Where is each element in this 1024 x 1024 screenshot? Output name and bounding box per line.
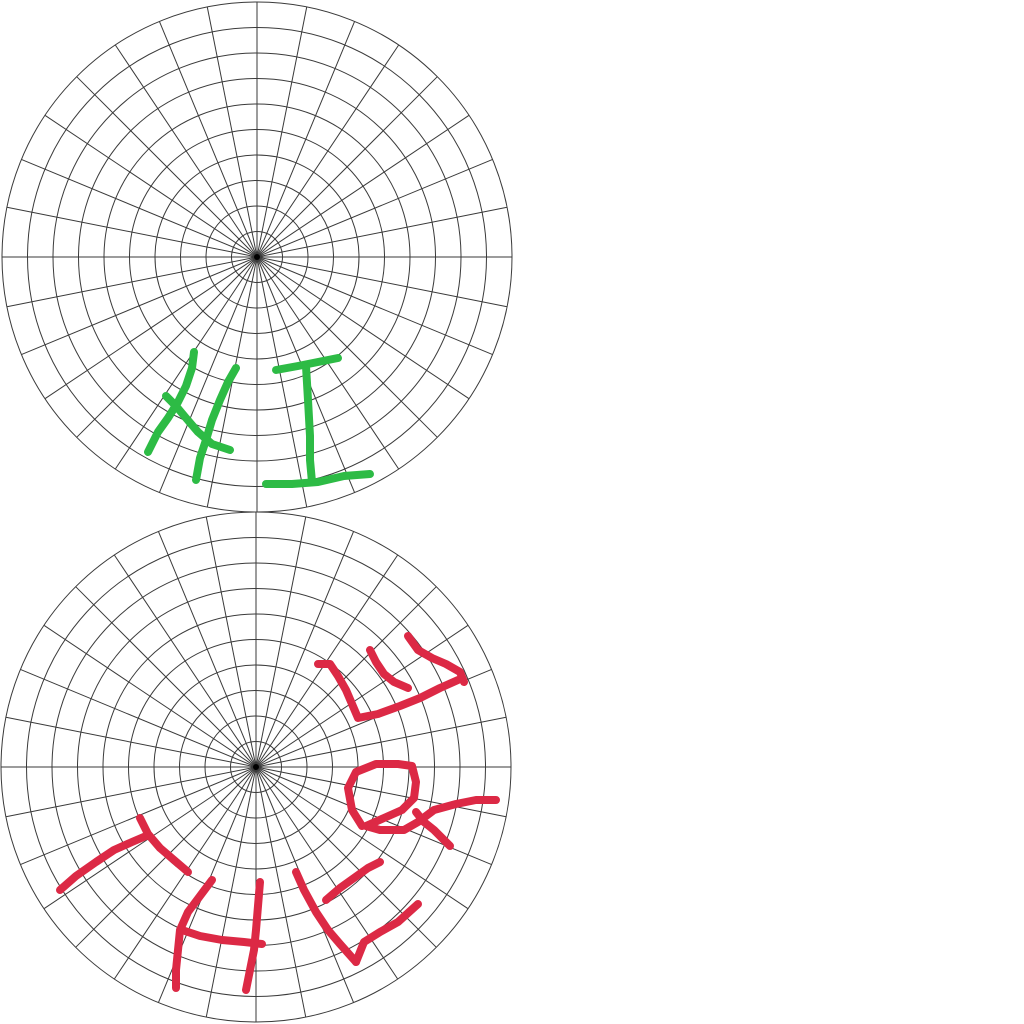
grid-spoke — [255, 516, 307, 768]
grid-spoke — [43, 624, 257, 768]
grid-spoke — [256, 44, 400, 258]
grid-spoke — [20, 668, 257, 768]
grid-spoke — [256, 76, 438, 258]
stroke-t-stem — [136, 814, 192, 876]
grid-spoke — [114, 44, 258, 258]
stroke-h2-cross — [178, 926, 266, 948]
stroke-e2-body — [314, 660, 462, 722]
grid-spoke — [21, 158, 258, 258]
grid-spoke — [255, 766, 469, 910]
stroke-e2-top — [404, 632, 468, 686]
grid-spoke — [255, 624, 469, 768]
grid-spoke — [5, 716, 257, 768]
stroke-r-leg — [412, 808, 454, 850]
stroke-h2-right — [242, 878, 264, 994]
grid-spoke — [6, 256, 258, 308]
grid-spoke — [44, 114, 258, 258]
grid-spoke — [113, 554, 257, 768]
grid-spoke — [76, 256, 258, 438]
grid-spoke — [205, 766, 257, 1018]
grid-spoke — [255, 716, 507, 768]
grid-spoke — [158, 21, 258, 258]
grid-spoke — [158, 256, 258, 493]
grid-center — [254, 254, 260, 260]
grid-spoke — [206, 6, 258, 258]
stroke-h-cross — [162, 392, 234, 454]
stroke-h-right — [192, 364, 240, 484]
grid-spoke — [44, 256, 258, 400]
top-polar-grid — [1, 1, 513, 513]
grid-spoke — [157, 531, 257, 768]
handwritten-hi — [144, 348, 374, 488]
grid-spoke — [205, 516, 257, 768]
grid-spoke — [256, 256, 508, 308]
grid-spoke — [256, 158, 493, 258]
grid-spoke — [256, 256, 493, 356]
grid-spoke — [75, 586, 257, 768]
stroke-e2-mid — [366, 646, 412, 692]
grid-spoke — [21, 256, 258, 356]
grid-spoke — [256, 256, 308, 508]
grid-spoke — [5, 766, 257, 818]
grid-spoke — [255, 766, 307, 1018]
grid-spoke — [256, 206, 508, 258]
grid-spoke — [255, 766, 507, 818]
grid-spoke — [256, 256, 470, 400]
grid-spoke — [256, 114, 470, 258]
stroke-e-bottom — [352, 900, 422, 966]
grid-center — [253, 764, 259, 770]
handwritten-there — [56, 632, 500, 994]
grid-spoke — [256, 6, 308, 258]
grid-spoke — [256, 256, 438, 438]
grid-spoke — [76, 76, 258, 258]
grid-spoke — [256, 21, 356, 258]
grid-spoke — [6, 206, 258, 258]
grid-spoke — [255, 531, 355, 768]
stroke-i-stem — [302, 362, 316, 486]
grid-spoke — [255, 766, 399, 980]
stroke-i-bottom — [262, 470, 374, 488]
stroke-t-bar — [56, 832, 150, 894]
stroke-r-bowl — [344, 760, 500, 834]
grid-spoke — [114, 256, 258, 470]
stroke-e-spine — [292, 868, 360, 966]
grid-spoke — [255, 586, 437, 768]
stroke-h-left — [144, 348, 198, 456]
stroke-e-top — [322, 858, 384, 904]
